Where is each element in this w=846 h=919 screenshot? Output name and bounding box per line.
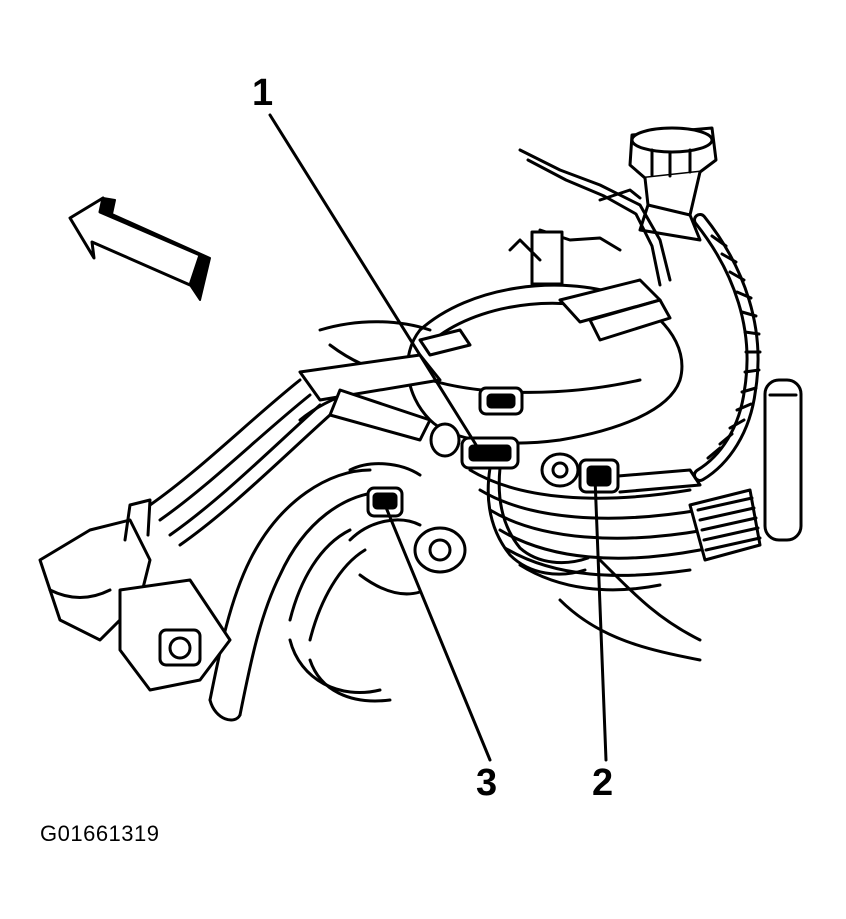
leader-line-2	[593, 476, 608, 762]
leader-line-1	[268, 113, 480, 450]
figure-id: G01661319	[40, 821, 160, 846]
callout-2: 2	[592, 762, 614, 804]
leader-lines	[268, 113, 608, 762]
fuel-rail	[508, 148, 672, 342]
mount-bracket	[38, 498, 232, 692]
sensor-cluster	[348, 422, 580, 596]
coolant-reservoir-cap-icon	[628, 126, 718, 242]
wiring-harness-icon	[688, 213, 803, 562]
connector-2	[578, 458, 702, 494]
direction-arrow-icon	[68, 196, 211, 301]
leader-line-3	[383, 503, 492, 762]
callout-1: 1	[252, 72, 274, 114]
hose-bundle	[148, 328, 472, 722]
connector-icon	[460, 386, 590, 576]
callout-3: 3	[476, 762, 498, 804]
